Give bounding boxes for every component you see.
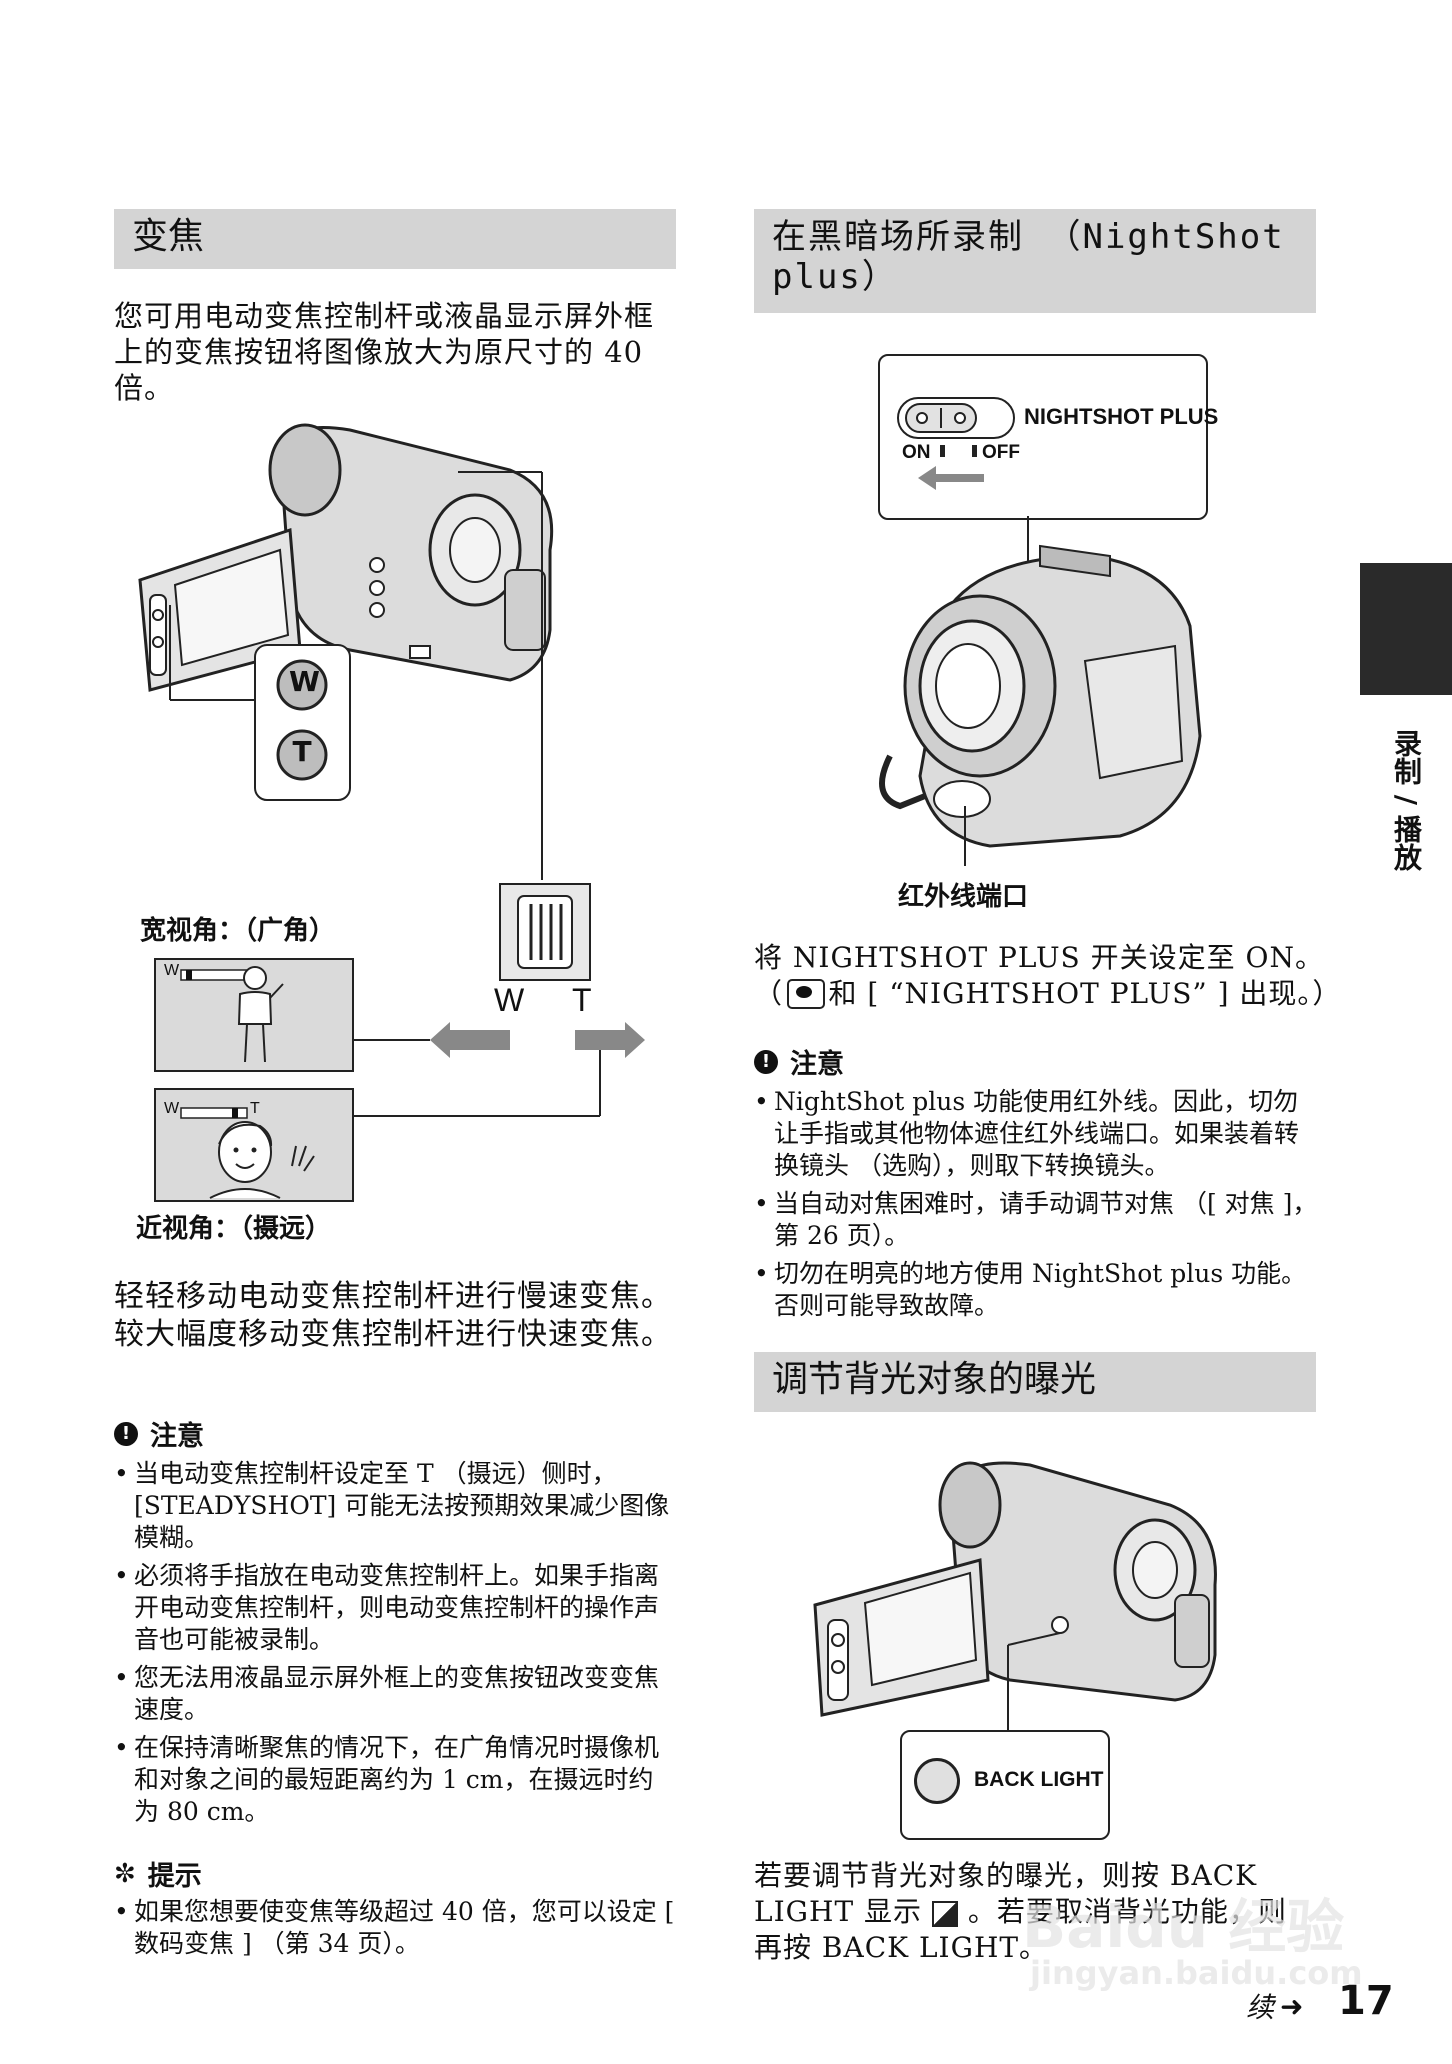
zoom-buttons-callout bbox=[169, 605, 351, 801]
nightshot-heading: 在黑暗场所录制 （NightShot plus） bbox=[754, 209, 1316, 313]
zoom-arrows bbox=[350, 1022, 645, 1117]
nightshot-camcorder-illustration bbox=[879, 516, 1202, 866]
zoom-body: 轻轻移动电动变焦控制杆进行慢速变焦。较大幅度移动变焦控制杆进行快速变焦。 bbox=[114, 1279, 672, 1352]
infrared-port-caption: 红外线端口 bbox=[898, 882, 1029, 912]
backlight-heading-text: 调节背光对象的曝光 bbox=[772, 1359, 1097, 1400]
nightshot-instruction-2: （ 和 [ “NIGHTSHOT PLUS” ] 出现。） bbox=[754, 976, 1342, 1012]
nightshot-heading-text: 在黑暗场所录制 （NightShot plus） bbox=[772, 217, 1285, 297]
backlight-body-prefix: 若要调节背光对象的曝光，则按 BACK LIGHT 显示 bbox=[754, 1859, 1258, 1928]
backlight-body-suffix: 。若要取消背光功能，则再按 BACK LIGHT。 bbox=[754, 1895, 1287, 1964]
list-item: NightShot plus 功能使用红外线。因此，切勿让手指或其他物体遮住红外… bbox=[754, 1086, 1320, 1182]
nightshot-notes-title-text: 注意 bbox=[790, 1049, 844, 1080]
continued-text: 续 bbox=[1246, 1991, 1275, 2024]
zoom-intro: 您可用电动变焦控制杆或液晶显示屏外框上的变焦按钮将图像放大为原尺寸的 40 倍。 bbox=[114, 299, 655, 405]
wide-person-figure bbox=[237, 966, 284, 1063]
list-item: 当自动对焦困难时，请手动调节对焦 （[ 对焦 ]，第 26 页）。 bbox=[754, 1188, 1320, 1252]
zoom-heading: 变焦 bbox=[114, 209, 676, 269]
nightshot-instruction-2-suffix: 和 [ “NIGHTSHOT PLUS” ] 出现。） bbox=[828, 977, 1342, 1010]
tele-meter-w-label: W bbox=[164, 1100, 180, 1117]
nightshot-off-label: OFF bbox=[982, 442, 1020, 463]
nightshot-switch-icon bbox=[897, 397, 1015, 490]
zoom-tips-list: 如果您想要使变焦等级超过 40 倍，您可以设定 [ 数码变焦 ] （第 34 页… bbox=[114, 1896, 676, 1966]
zoom-notes-list: 当电动变焦控制杆设定至 T （摄远）侧时，[STEADYSHOT] 可能无法按预… bbox=[114, 1458, 676, 1834]
tele-zoom-meter bbox=[180, 1107, 248, 1119]
continued-label: 续 ➜ bbox=[1246, 1986, 1303, 2026]
zoom-button-w-label: W bbox=[289, 665, 320, 698]
tele-person-face bbox=[209, 1121, 315, 1199]
backlight-button-label: BACK LIGHT bbox=[974, 1768, 1104, 1791]
tele-meter-t-label: T bbox=[250, 1100, 260, 1117]
chapter-tab-marker bbox=[1360, 563, 1452, 695]
list-item: 如果您想要使变焦等级超过 40 倍，您可以设定 [ 数码变焦 ] （第 34 页… bbox=[114, 1896, 676, 1960]
caution-icon: ! bbox=[114, 1421, 138, 1446]
nightshot-on-label: ON bbox=[902, 442, 931, 463]
baidu-watermark-brand: Baidu 经验 bbox=[1022, 1893, 1345, 1961]
backlight-body: 若要调节背光对象的曝光，则按 BACK LIGHT 显示 。若要取消背光功能，则… bbox=[754, 1858, 1314, 1966]
list-item: 您无法用液晶显示屏外框上的变焦按钮改变变焦速度。 bbox=[114, 1662, 676, 1726]
list-item: 当电动变焦控制杆设定至 T （摄远）侧时，[STEADYSHOT] 可能无法按预… bbox=[114, 1458, 676, 1554]
list-item: 切勿在明亮的地方使用 NightShot plus 功能。否则可能导致故障。 bbox=[754, 1258, 1320, 1322]
zoom-tips-title-text: 提示 bbox=[147, 1861, 202, 1892]
nightshot-instruction-2-prefix: （ bbox=[754, 977, 784, 1010]
zoom-lever-t-label: T bbox=[572, 982, 592, 1018]
nightshot-switch-label: NIGHTSHOT PLUS bbox=[1024, 404, 1219, 429]
backlight-camcorder-illustration bbox=[813, 1461, 1217, 1730]
backlight-button-icon bbox=[914, 1758, 960, 1804]
nightshot-notes-title: ! 注意 bbox=[754, 1042, 844, 1081]
zoom-button-t-label: T bbox=[292, 735, 312, 768]
zoom-camcorder-illustration bbox=[138, 423, 554, 880]
caution-icon: ! bbox=[754, 1049, 778, 1074]
page-number: 17 bbox=[1338, 1978, 1394, 2024]
zoom-tips-title: ✼ 提示 bbox=[114, 1854, 202, 1893]
tip-lightbulb-icon: ✼ bbox=[114, 1858, 136, 1889]
arrow-right-icon: ➜ bbox=[1280, 1989, 1304, 2023]
nightshot-instruction-1: 将 NIGHTSHOT PLUS 开关设定至 ON。 bbox=[754, 941, 1324, 974]
zoom-heading-text: 变焦 bbox=[132, 216, 205, 257]
zoom-notes-title-text: 注意 bbox=[150, 1421, 204, 1452]
backlight-indicator-icon bbox=[931, 1900, 958, 1927]
zoom-lever-w-label: W bbox=[494, 982, 525, 1018]
wide-angle-caption: 宽视角：（广角） bbox=[140, 916, 336, 946]
nightshot-notes-list: NightShot plus 功能使用红外线。因此，切勿让手指或其他物体遮住红外… bbox=[754, 1086, 1320, 1328]
list-item: 必须将手指放在电动变焦控制杆上。如果手指离开电动变焦控制杆，则电动变焦控制杆的操… bbox=[114, 1560, 676, 1656]
chapter-tab-label: 录制 / 播放 bbox=[1390, 729, 1423, 871]
backlight-heading: 调节背光对象的曝光 bbox=[754, 1352, 1316, 1412]
wide-meter-w-label: W bbox=[164, 962, 180, 979]
baidu-watermark-url: jingyan.baidu.com bbox=[1030, 1954, 1363, 1992]
nightshot-eye-icon bbox=[787, 979, 825, 1009]
list-item: 在保持清晰聚焦的情况下，在广角情况时摄像机和对象之间的最短距离约为 1 cm，在… bbox=[114, 1732, 676, 1828]
zoom-lever-icon bbox=[499, 883, 591, 981]
tele-caption: 近视角：（摄远） bbox=[136, 1214, 332, 1244]
zoom-notes-title: ! 注意 bbox=[114, 1414, 204, 1453]
